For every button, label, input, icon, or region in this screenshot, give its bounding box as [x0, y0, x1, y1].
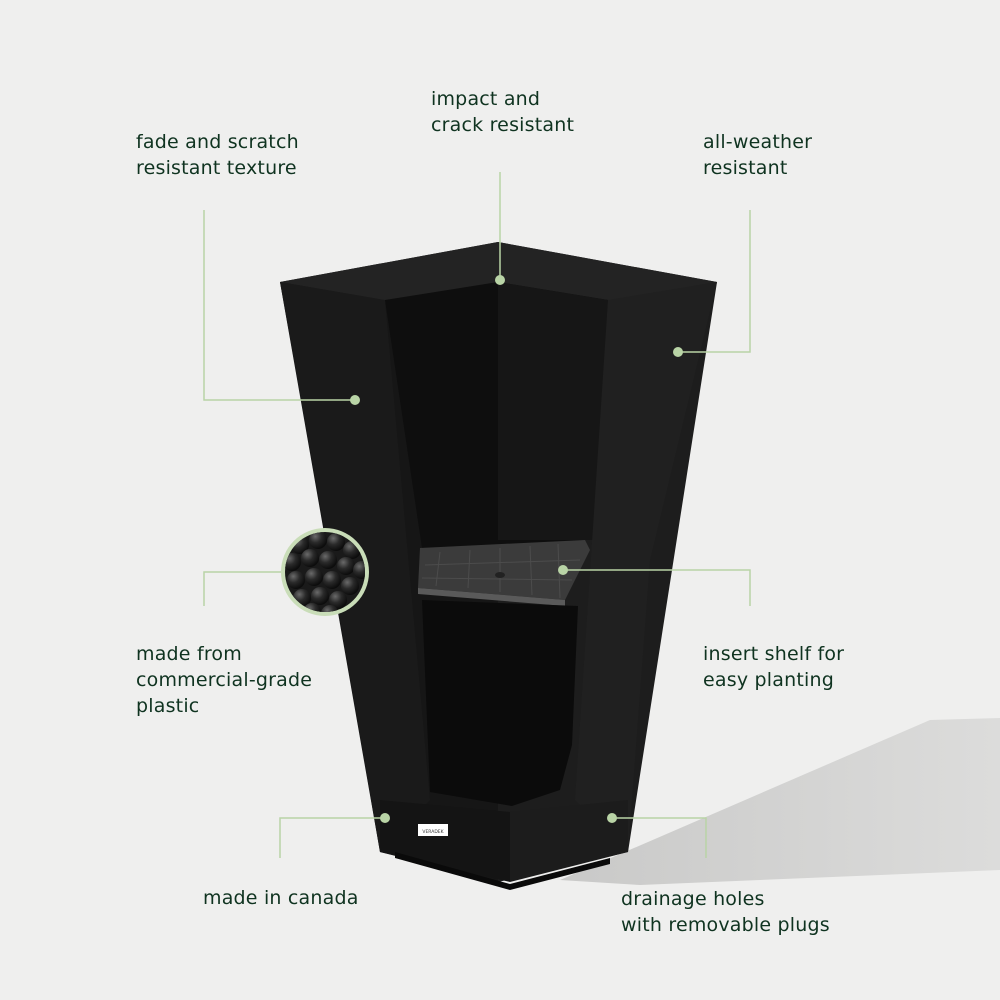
feature-drainage-line2: with removable plugs — [621, 914, 830, 936]
feature-weather-label: all-weather resistant — [703, 129, 812, 181]
leader-canada — [279, 817, 385, 858]
feature-impact-line1: impact and — [431, 88, 541, 110]
right-wall-edge — [575, 282, 717, 852]
feature-fade-label: fade and scratch resistant texture — [136, 129, 299, 181]
feature-canada-label: made in canada — [203, 885, 359, 911]
feature-impact-line2: crack resistant — [431, 114, 575, 136]
plastic-pellets — [285, 532, 365, 612]
feature-material-line2: commercial-grade — [136, 669, 313, 691]
feature-weather-line2: resistant — [703, 157, 788, 179]
insert-shelf — [418, 540, 590, 600]
planter-base-left — [380, 800, 510, 882]
insert-shelf-rim — [418, 588, 565, 606]
feature-fade-line1: fade and scratch — [136, 131, 299, 153]
feature-material-label: made from commercial-grade plastic — [136, 641, 312, 719]
leader-lines — [203, 172, 751, 858]
leader-dots — [350, 275, 683, 823]
feature-shelf-line1: insert shelf for — [703, 643, 845, 665]
leader-fade — [203, 210, 355, 401]
feature-drainage-label: drainage holes with removable plugs — [621, 886, 830, 938]
leader-weather — [678, 210, 751, 353]
shelf-hole — [495, 572, 505, 578]
brand-badge — [418, 824, 448, 836]
planter-shadow — [560, 718, 1000, 885]
feature-drainage-line1: drainage holes — [621, 888, 765, 910]
brand-badge-text: VERADEK — [422, 829, 444, 835]
leader-material — [203, 571, 281, 606]
leader-shelf — [563, 569, 751, 606]
feature-canada-line1: made in canada — [203, 887, 359, 909]
feature-shelf-label: insert shelf for easy planting — [703, 641, 844, 693]
feature-material-line3: plastic — [136, 695, 200, 717]
insert-pot — [422, 600, 578, 806]
planter-foot — [395, 852, 610, 890]
feature-weather-line1: all-weather — [703, 131, 813, 153]
feature-impact-label: impact and crack resistant — [431, 86, 574, 138]
feature-fade-line2: resistant texture — [136, 157, 297, 179]
planter-base-right — [510, 800, 628, 882]
feature-material-line1: made from — [136, 643, 242, 665]
leader-drainage — [612, 817, 707, 858]
feature-shelf-line2: easy planting — [703, 669, 834, 691]
interior-back-wall — [498, 282, 608, 540]
